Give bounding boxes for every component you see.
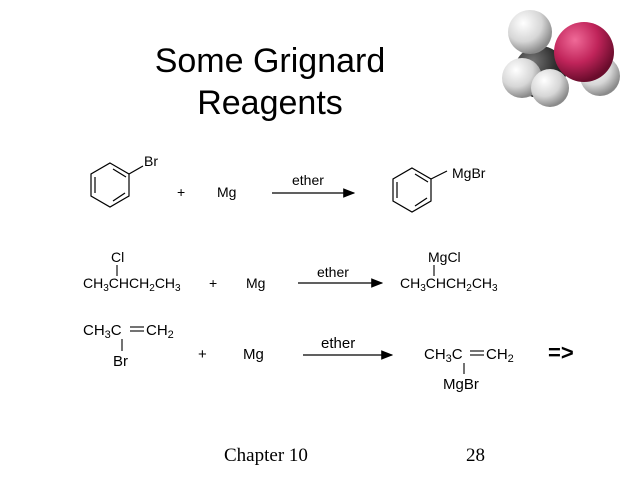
reactant-3-ch2: CH2 xyxy=(146,322,174,341)
reactant-3-formula: CH3C xyxy=(83,322,122,341)
title-line-1: Some Grignard xyxy=(154,42,386,80)
footer-chapter: Chapter 10 xyxy=(224,445,308,466)
plus-1: + xyxy=(177,184,185,200)
product-3-formula: CH3C xyxy=(424,346,463,365)
reactant-2-top: Cl xyxy=(111,249,124,265)
condition-1: ether xyxy=(292,172,324,188)
next-slide-arrow[interactable]: => xyxy=(548,340,574,365)
reactant-1-substituent: Br xyxy=(144,153,158,169)
reactant-3-bottom: Br xyxy=(113,353,128,370)
reactant-2-formula: CH3CHCH2CH3 xyxy=(83,275,181,294)
benzene-ring-reactant xyxy=(90,162,144,208)
benzene-ring-product xyxy=(392,167,448,213)
footer-page-number: 28 xyxy=(466,445,485,466)
product-2-formula: CH3CHCH2CH3 xyxy=(400,275,498,294)
condition-3: ether xyxy=(321,335,355,352)
product-3-bottom: MgBr xyxy=(443,376,479,393)
product-3-ch2: CH2 xyxy=(486,346,514,365)
condition-2: ether xyxy=(317,264,349,280)
reagent-3: Mg xyxy=(243,346,264,363)
plus-2: + xyxy=(209,275,217,291)
reagent-1: Mg xyxy=(217,184,236,200)
slide-title: Some Grignard Reagents xyxy=(100,40,440,124)
product-1-substituent: MgBr xyxy=(452,165,486,181)
title-line-2: Reagents xyxy=(197,84,343,122)
product-2-top: MgCl xyxy=(428,249,461,265)
plus-3: + xyxy=(198,346,207,363)
reagent-2: Mg xyxy=(246,275,265,291)
methanol-space-filling-model-icon xyxy=(502,10,620,107)
reaction-1 xyxy=(90,162,448,213)
